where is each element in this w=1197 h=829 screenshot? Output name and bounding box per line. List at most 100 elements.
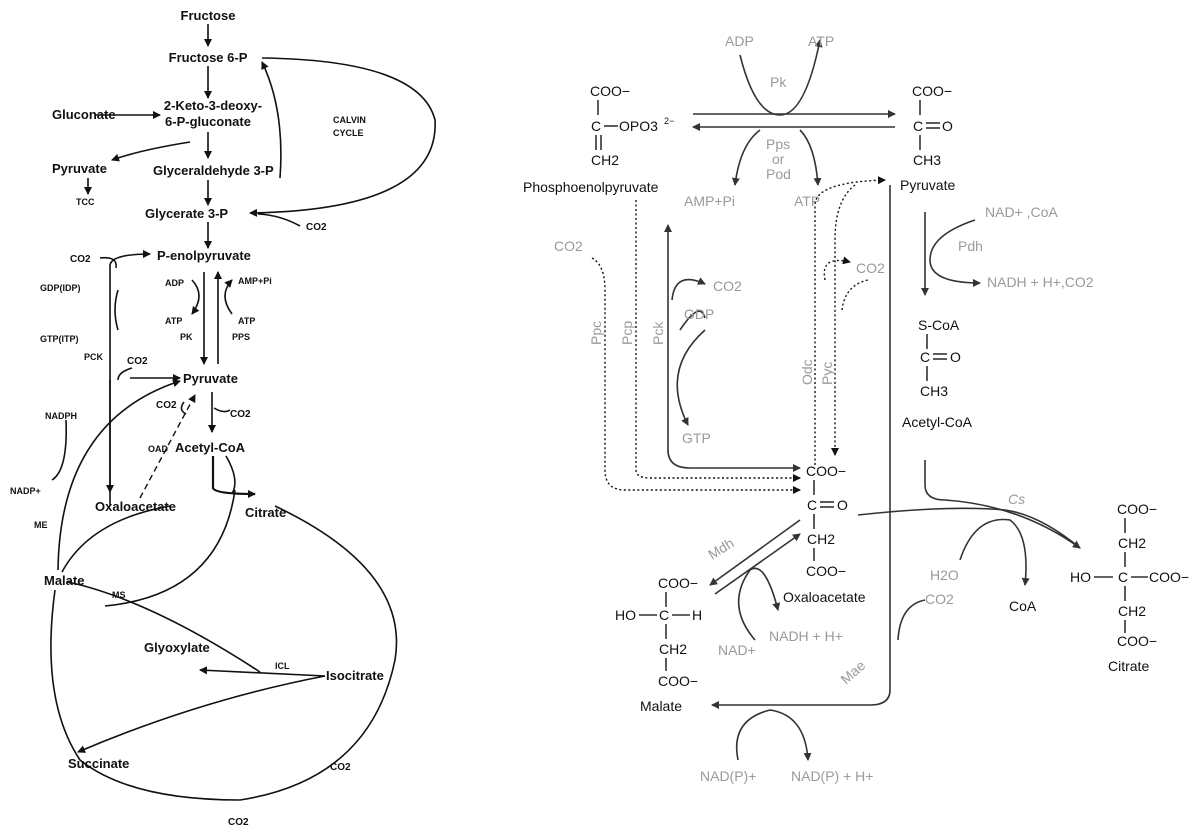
ppc-enzyme-label: Ppc (588, 321, 604, 345)
succinate-label: Succinate (68, 756, 129, 771)
malate-coo-top-label: COO− (658, 575, 698, 591)
nadh-label: NADH + H+ (769, 628, 843, 644)
citrate-label: Citrate (245, 505, 286, 520)
keto-deoxy-label-line1: 2-Keto-3-deoxy- (164, 98, 262, 113)
pyc-co2-label: CO2 (856, 260, 885, 276)
fructose-label: Fructose (181, 8, 236, 23)
glyceraldehyde-label: Glyceraldehyde 3-P (153, 163, 274, 178)
cs-enzyme-label: Cs (1008, 491, 1025, 507)
acetyl-coa-o-label: O (950, 349, 961, 365)
pyruvate-o-label: O (942, 118, 953, 134)
oxaloacetate-label: Oxaloacetate (95, 499, 176, 514)
atp-top-label: ATP (808, 33, 834, 49)
calvin-cycle-label-line1: CALVIN (333, 115, 366, 125)
nad-coa-label: NAD+ ,CoA (985, 204, 1058, 220)
pep-c-label: C (591, 118, 601, 134)
oaa-name-label: Oxaloacetate (783, 589, 866, 605)
pdh-co2-label: CO2 (230, 409, 251, 420)
citrate-ch2-top-label: CH2 (1118, 535, 1146, 551)
malate-label: Malate (44, 573, 84, 588)
acetyl-coa-name-label: Acetyl-CoA (902, 414, 973, 430)
pep-charge-label: 2− (664, 116, 674, 126)
h2o-label: H2O (930, 567, 959, 583)
me-enzyme-label: ME (34, 520, 48, 530)
mae-enzyme-label: Mae (837, 657, 868, 687)
oad-enzyme-label: OAD (148, 444, 169, 454)
atp-pk-label: ATP (165, 316, 182, 326)
keto-deoxy-label-line2: 6-P-gluconate (165, 114, 251, 129)
pyruvate-top-label: Pyruvate (52, 161, 107, 176)
gdp-label: GDP(IDP) (40, 283, 81, 293)
succinate-co2-label: CO2 (228, 817, 249, 828)
malate-coo-bottom-label: COO− (658, 673, 698, 689)
pyruvate-name-label: Pyruvate (900, 177, 955, 193)
citrate-coo-bottom-label: COO− (1117, 633, 1157, 649)
malate-name-label: Malate (640, 698, 682, 714)
nadh-co2-label: NADH + H+,CO2 (987, 274, 1094, 290)
pcp-enzyme-label: Pcp (619, 321, 635, 345)
tcc-label: TCC (76, 197, 95, 207)
pyc-enzyme-label: Pyc (819, 362, 835, 385)
pps-enzyme-label: Pps (766, 136, 790, 152)
malate-h-label: H (692, 607, 702, 623)
acetyl-coa-c-label: C (920, 349, 930, 365)
nadp-left-label: NAD(P)+ (700, 768, 756, 784)
mae-co2-label: CO2 (925, 591, 954, 607)
pod-enzyme-label: Pod (766, 166, 791, 182)
fructose-6p-label: Fructose 6-P (169, 50, 248, 65)
ms-enzyme-label: MS (112, 590, 126, 600)
mdh-enzyme-label: Mdh (705, 535, 737, 563)
icl-enzyme-label: ICL (275, 661, 290, 671)
pep-label: P-enolpyruvate (157, 248, 251, 263)
oaa-coo-top-label: COO− (806, 463, 846, 479)
oaa-o-label: O (837, 497, 848, 513)
malate-ho-label: HO (615, 607, 636, 623)
isocitrate-co2-label: CO2 (330, 762, 351, 773)
left-connectors (50, 24, 436, 801)
pyruvate-ch3-label: CH3 (913, 152, 941, 168)
pk-enzyme-label: PK (180, 332, 193, 342)
acetyl-coa-ch3-label: CH3 (920, 383, 948, 399)
citrate-coo-top-label: COO− (1117, 501, 1157, 517)
pck-enzyme-label: PCK (84, 352, 104, 362)
nadph-label: NADPH (45, 411, 77, 421)
acetyl-coa-scoa-label: S-CoA (918, 317, 960, 333)
pyruvate-coo-label: COO− (912, 83, 952, 99)
pep-name-label: Phosphoenolpyruvate (523, 179, 659, 195)
gtp-label: GTP(ITP) (40, 334, 79, 344)
oaa-ch2-label: CH2 (807, 531, 835, 547)
citrate-c-label: C (1118, 569, 1128, 585)
malate-ch2-label: CH2 (659, 641, 687, 657)
pyruvate-c-label: C (913, 118, 923, 134)
pep-co2-label: CO2 (70, 254, 91, 265)
nadp-label: NADP+ (10, 486, 41, 496)
adp-label: ADP (165, 278, 184, 288)
oaa-coo-bottom-label: COO− (806, 563, 846, 579)
pep-coo-label: COO− (590, 83, 630, 99)
ppc-co2-label: CO2 (554, 238, 583, 254)
pep-ch2-label: CH2 (591, 152, 619, 168)
gtp-label: GTP (682, 430, 711, 446)
amp-pi-label: AMP+Pi (684, 193, 735, 209)
pps-enzyme-label: PPS (232, 332, 250, 342)
odc-enzyme-label: Odc (799, 359, 815, 385)
nad-label: NAD+ (718, 642, 756, 658)
pdh-enzyme-label: Pdh (958, 238, 983, 254)
citrate-ch2-bottom-label: CH2 (1118, 603, 1146, 619)
right-pathway-panel: ADP ATP Pk COO− C OPO3 2− CH2 Phosphoeno… (523, 33, 1189, 784)
pk-enzyme-label: Pk (770, 74, 787, 90)
nadp-right-label: NAD(P) + H+ (791, 768, 873, 784)
citrate-ho-label: HO (1070, 569, 1091, 585)
gdp-label: GDP (684, 306, 714, 322)
left-pathway-panel: Fructose Fructose 6-P Gluconate 2-Keto-3… (10, 8, 436, 828)
calvin-cycle-label-line2: CYCLE (333, 128, 364, 138)
glycerate-label: Glycerate 3-P (145, 206, 228, 221)
citrate-coo-right-label: COO− (1149, 569, 1189, 585)
acetyl-coa-label: Acetyl-CoA (175, 440, 246, 455)
right-connectors (591, 39, 1081, 761)
pck-enzyme-label: Pck (650, 321, 666, 345)
amp-pi-label: AMP+Pi (238, 276, 272, 286)
citrate-name-label: Citrate (1108, 658, 1149, 674)
gluconate-label: Gluconate (52, 107, 116, 122)
